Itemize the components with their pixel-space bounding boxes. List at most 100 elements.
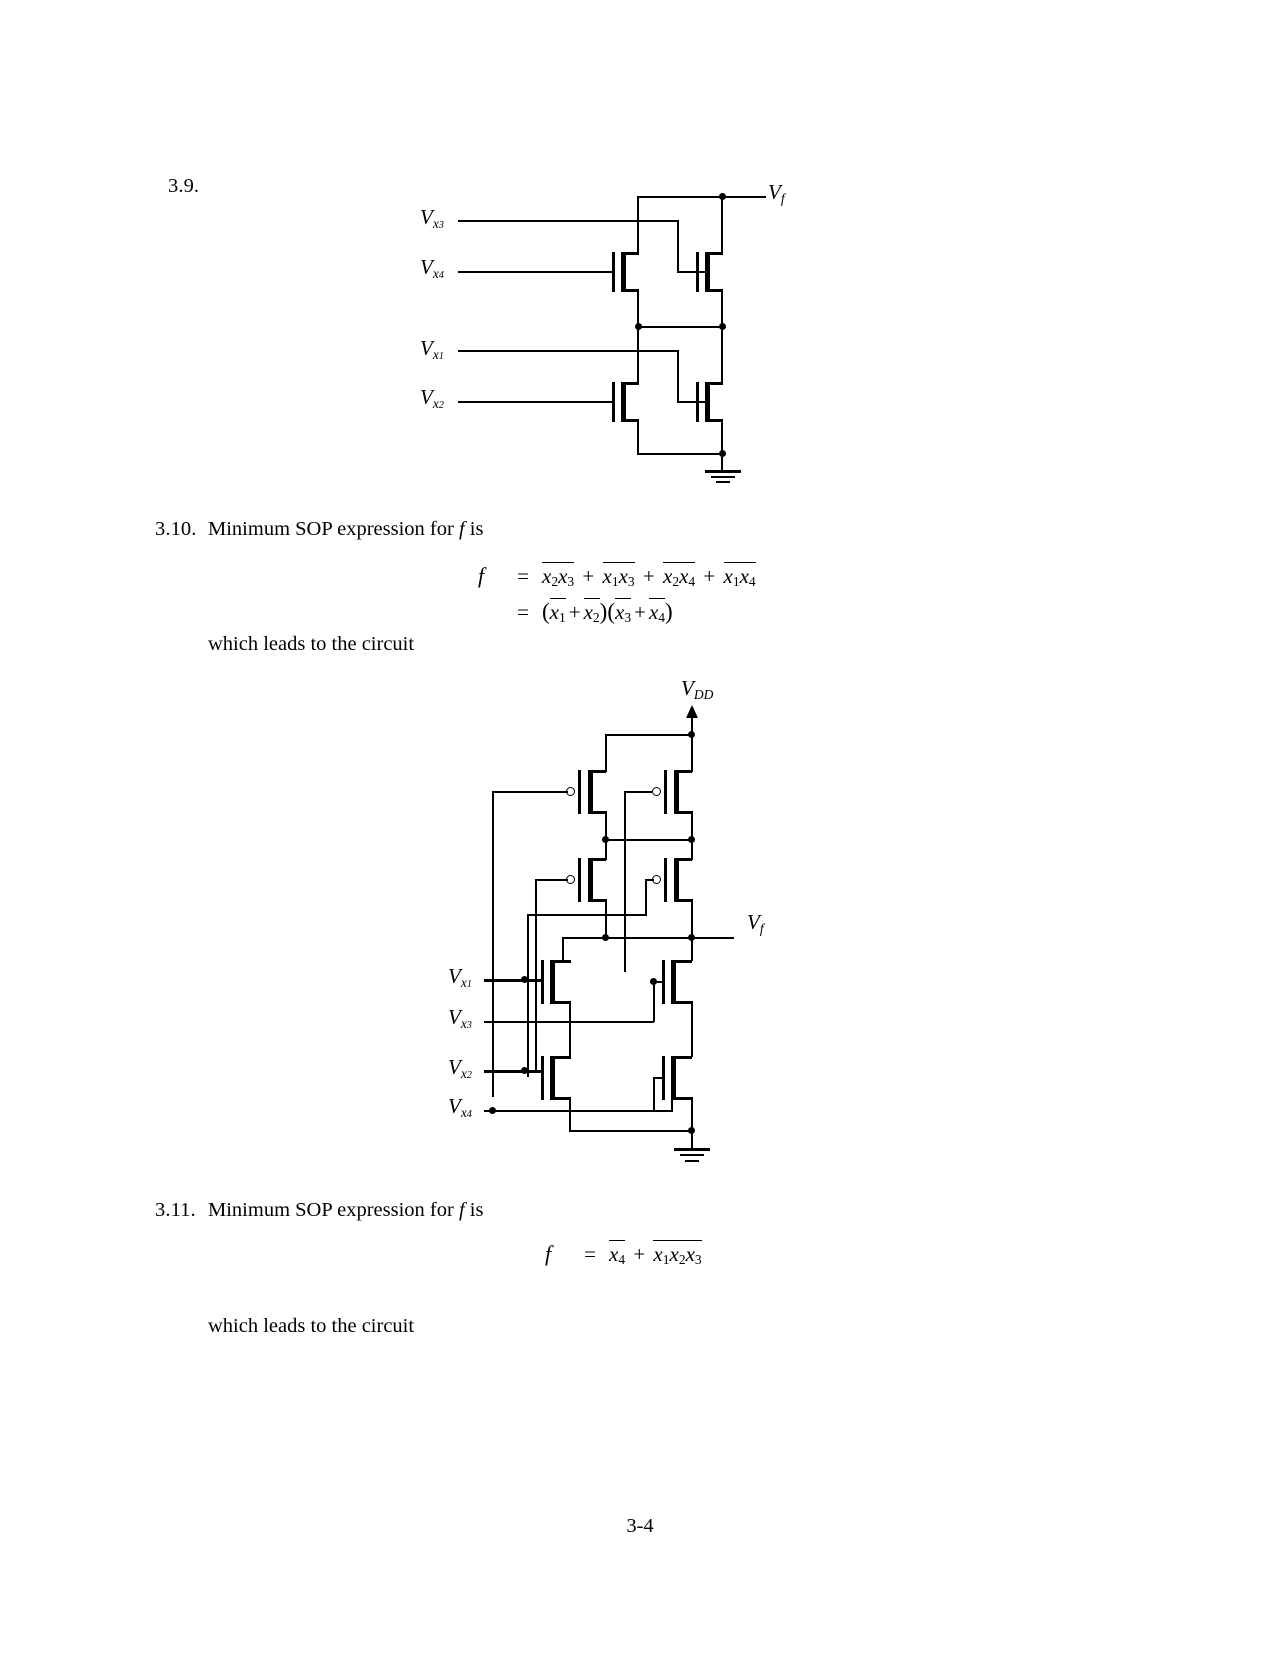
wire-gnd-stem-1 — [721, 453, 723, 471]
transistor-mx1-source-tap-1 — [705, 419, 723, 422]
sop-prefix-3-10: Minimum SOP expression for — [208, 518, 454, 540]
wire-n1-source-down-2 — [569, 1001, 571, 1057]
wire-p4-source-down-2 — [691, 899, 693, 938]
transistor-mx3-gate-plate-1 — [696, 252, 700, 292]
ground-bar-1-a — [705, 470, 741, 473]
transistor-mx3-drain-tap-1 — [705, 252, 723, 255]
node-vx4-tap-2 — [489, 1107, 496, 1114]
transistor-mx2-channel-1 — [621, 382, 626, 422]
sop-suffix-3-11: is — [469, 1199, 484, 1221]
wire-vdd-stem-2 — [691, 717, 693, 734]
wire-vx4-gate-2 — [653, 1077, 663, 1079]
wire-vx3-drop-1 — [677, 220, 679, 272]
wire-p3-gate-bus-2 — [535, 879, 537, 1071]
wire-p3-gate-2 — [535, 879, 568, 881]
transistor-n2-source-tap-2 — [674, 1001, 692, 1004]
wire-vx3-gate-2 — [653, 981, 663, 983]
transistor-p2-bubble-icon-2 — [652, 787, 661, 796]
label-vx1-1: Vx1 — [420, 336, 444, 362]
transistor-mx4-source-tap-1 — [621, 289, 639, 292]
label-vdd-2: VDD — [681, 676, 714, 702]
sop-suffix-3-10: is — [469, 518, 484, 540]
transistor-mx1-channel-1 — [705, 382, 710, 422]
eq311-rel: = — [584, 1242, 596, 1266]
eq-rel-2: = — [517, 600, 529, 624]
eq-rhs-2: (x1+x2)(x3+x4) — [542, 598, 673, 625]
wire-p3-source-down-2 — [605, 899, 607, 938]
wire-m2-drain-1 — [637, 326, 639, 382]
wire-n2-source-down-2 — [691, 1001, 693, 1057]
transistor-p4-drain-tap-2 — [674, 858, 692, 861]
wire-vx1-2 — [484, 979, 541, 982]
transistor-p1-drain-tap-2 — [588, 770, 606, 773]
wire-p4-drain-2 — [691, 839, 693, 860]
label-vx3-1: Vx3 — [420, 205, 444, 231]
transistor-p3-channel-2 — [588, 858, 593, 902]
equation-line-1-3-11: f = x4 + x1x2x3 — [545, 1240, 702, 1268]
lead-text-3-11: which leads to the circuit — [208, 1315, 415, 1337]
wire-output-rail-2 — [562, 937, 734, 939]
problem-number-3-11: 3.11. — [155, 1199, 196, 1221]
label-vf-2: Vf — [747, 910, 764, 936]
page-number: 3-4 — [626, 1515, 654, 1537]
eq-rel-1: = — [517, 564, 529, 588]
ground-bar-2-c — [685, 1160, 699, 1162]
node-output-left-2 — [602, 934, 609, 941]
node-vx2-tap-2 — [521, 1067, 528, 1074]
wire-vx4-rise-2 — [671, 1078, 673, 1111]
ground-bar-1-c — [716, 481, 730, 483]
transistor-n1-source-tap-2 — [553, 1001, 571, 1004]
label-vx4-2: Vx4 — [448, 1094, 472, 1120]
label-vx2-2: Vx2 — [448, 1055, 472, 1081]
wire-pmos-mid-rail-2 — [605, 839, 693, 841]
transistor-p2-gate-plate-2 — [664, 770, 668, 814]
ground-bar-1-b — [711, 476, 735, 479]
transistor-n4-drain-tap-2 — [674, 1056, 692, 1059]
transistor-mx4-channel-1 — [621, 252, 626, 292]
transistor-mx1-gate-plate-1 — [696, 382, 700, 422]
wire-p1-drain-2 — [605, 734, 607, 772]
ground-bar-2-b — [680, 1154, 704, 1157]
transistor-p3-drain-tap-2 — [588, 858, 606, 861]
wire-vx4-2 — [484, 1110, 673, 1112]
wire-m4-drain-1 — [637, 196, 639, 252]
node-vx3-gate-2 — [650, 978, 657, 985]
sop-var-f-3-10: f — [458, 518, 465, 540]
wire-p4-gate-bus-2 — [527, 914, 529, 1077]
label-vf-1: Vf — [768, 180, 785, 206]
label-vx1-2: Vx1 — [448, 964, 472, 990]
transistor-n4-source-tap-2 — [674, 1097, 692, 1100]
wire-vx3-gate-1 — [677, 271, 707, 273]
wire-p2-drain-2 — [691, 734, 693, 772]
wire-mx2-source-down-1 — [637, 419, 639, 454]
wire-vx2-2 — [484, 1070, 541, 1073]
wire-vx3-1 — [458, 220, 678, 222]
wire-gnd-stem-2 — [691, 1130, 693, 1149]
transistor-mx4-drain-tap-1 — [621, 252, 639, 255]
wire-vf-out-1 — [722, 196, 766, 198]
eq311-lhs-f: f — [545, 1241, 552, 1266]
transistor-p3-gate-plate-2 — [578, 858, 582, 902]
vdd-arrow-icon-2 — [686, 705, 698, 718]
wire-vx1-gate-1 — [677, 401, 707, 403]
wire-n4-source-down-2 — [691, 1097, 693, 1131]
transistor-p1-channel-2 — [588, 770, 593, 814]
wire-mx4-source-down-1 — [637, 289, 639, 327]
wire-p4-gate-2 — [527, 914, 647, 916]
wire-p1-gate-bus-2 — [492, 791, 494, 1097]
wire-p4-gate-drop-2 — [645, 879, 647, 915]
wire-vx1-1 — [458, 350, 678, 352]
transistor-mx3-source-tap-1 — [705, 289, 723, 292]
transistor-mx3-channel-1 — [705, 252, 710, 292]
transistor-n4-channel-2 — [671, 1056, 676, 1100]
wire-vx4-gate-drop-2 — [653, 1077, 655, 1111]
wire-p4-gate-stub-2 — [645, 879, 654, 881]
transistor-mx2-source-tap-1 — [621, 419, 639, 422]
transistor-p2-channel-2 — [674, 770, 679, 814]
wire-vx3-2 — [484, 1021, 654, 1023]
transistor-n2-drain-tap-2 — [674, 960, 692, 963]
equation-line-2-3-10: = (x1+x2)(x3+x4) — [478, 598, 756, 626]
transistor-n3-channel-2 — [550, 1056, 555, 1100]
wire-m1-drain-1 — [721, 326, 723, 382]
wire-mx3-source-down-1 — [721, 289, 723, 327]
